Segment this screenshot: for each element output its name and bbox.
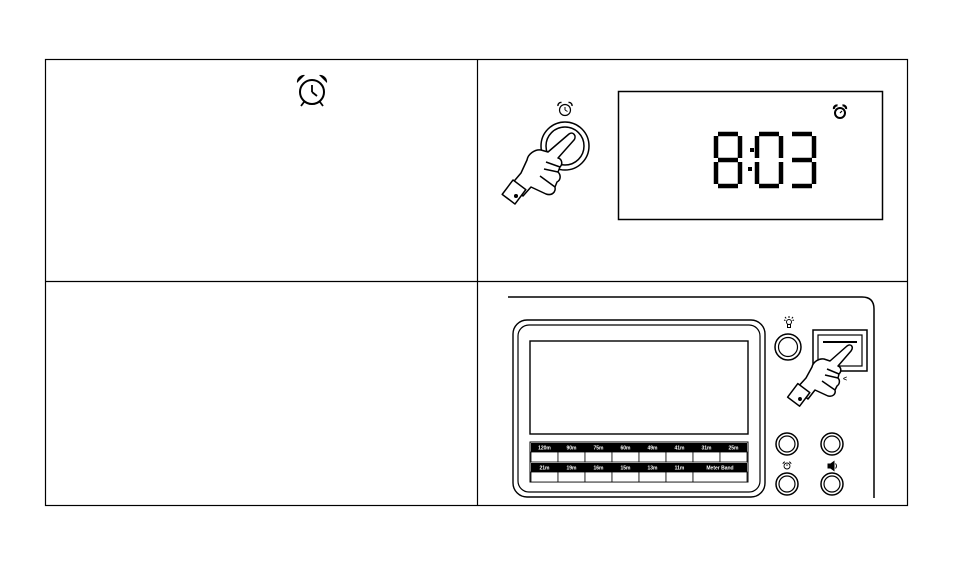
alarm-clock-icon xyxy=(296,74,328,107)
band-label: 21m xyxy=(539,466,550,472)
band-label: 60m xyxy=(620,446,631,452)
band-label: 31m xyxy=(701,446,712,452)
display-time: 8:03 xyxy=(713,131,817,189)
alarm-clock-icon xyxy=(782,461,792,470)
band-scale: 120m 90m 75m 60m 49m 41m 31m 25m 21m 19m 16m 15m 13… xyxy=(529,441,749,483)
alarm-button-illustration xyxy=(501,101,590,205)
speaker-icon xyxy=(827,460,837,472)
band-label: 90m xyxy=(566,446,577,452)
band-label: 75m xyxy=(593,446,604,452)
bulb-icon xyxy=(783,316,795,328)
table-grid xyxy=(44,58,909,507)
band-label: Meter Band xyxy=(706,466,733,472)
alarm-clock-icon xyxy=(557,101,573,117)
band-label: 15m xyxy=(620,466,631,472)
pointing-hand-icon xyxy=(786,344,853,407)
pointing-hand-icon xyxy=(501,132,576,205)
band-label: 11m xyxy=(675,466,685,472)
lcd-display: 8:03 xyxy=(617,90,884,221)
band-label: 13m xyxy=(647,466,658,472)
alarm-bell-icon xyxy=(832,104,848,119)
band-label: 25m xyxy=(728,446,739,452)
band-label: 120m xyxy=(538,446,551,452)
band-label: 16m xyxy=(593,466,604,472)
radio-front-panel: 120m 90m 75m 60m 49m 41m 31m 25m 21m 19m 16m 15m 13… xyxy=(508,296,875,498)
band-label: 49m xyxy=(647,446,658,452)
svg-text:<: < xyxy=(843,376,847,383)
band-label: 41m xyxy=(674,446,685,452)
band-label: 19m xyxy=(566,466,577,472)
